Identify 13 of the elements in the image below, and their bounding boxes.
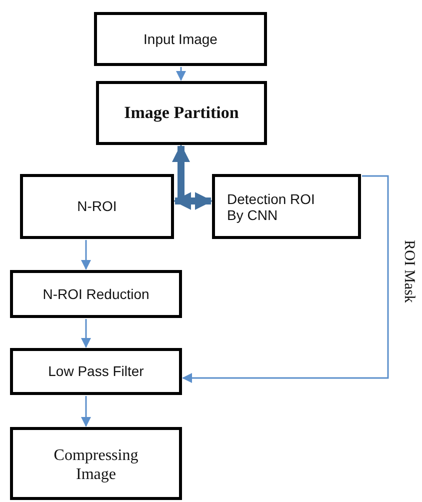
process-box: Compressing Image	[10, 427, 182, 500]
process-box: N-ROI Reduction	[10, 270, 182, 318]
arrow	[81, 319, 91, 348]
process-box: N-ROI	[20, 174, 174, 239]
process-box: Input Image	[94, 12, 267, 66]
process-box: Image Partition	[96, 81, 267, 145]
arrow	[176, 67, 186, 81]
process-box: Detection ROI By CNN	[212, 174, 361, 239]
arrow	[172, 144, 213, 210]
process-box: Low Pass Filter	[10, 348, 182, 395]
arrow	[182, 175, 389, 383]
arrow	[81, 396, 91, 427]
arrow	[81, 240, 91, 270]
